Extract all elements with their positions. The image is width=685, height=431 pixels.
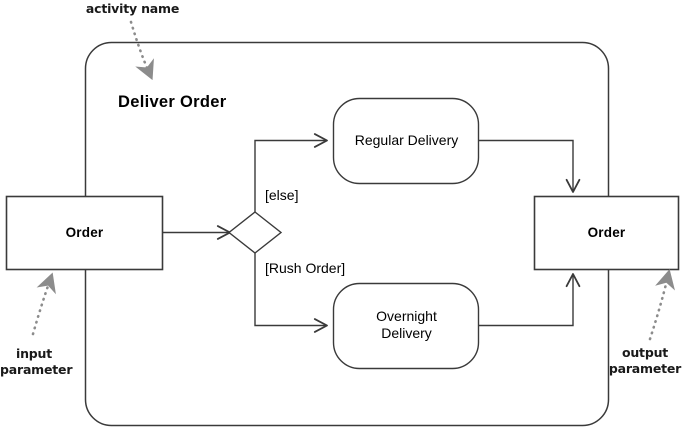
action-regular-delivery bbox=[332, 97, 480, 185]
activity-frame bbox=[84, 41, 610, 427]
action-overnight-delivery bbox=[332, 282, 480, 370]
edge-overnight-to-output bbox=[478, 273, 581, 327]
decision-node bbox=[227, 211, 283, 254]
edge-decision-to-regular bbox=[254, 133, 328, 212]
edge-regular-to-output bbox=[478, 139, 581, 193]
annotation-leader-input-parameter bbox=[31, 272, 56, 336]
parameter-node-output-order bbox=[533, 195, 680, 271]
annotation-leader-activity-name bbox=[129, 20, 154, 81]
edge-decision-to-overnight bbox=[254, 253, 328, 333]
annotation-leader-output-parameter bbox=[648, 269, 675, 341]
parameter-node-input-order bbox=[5, 195, 164, 271]
